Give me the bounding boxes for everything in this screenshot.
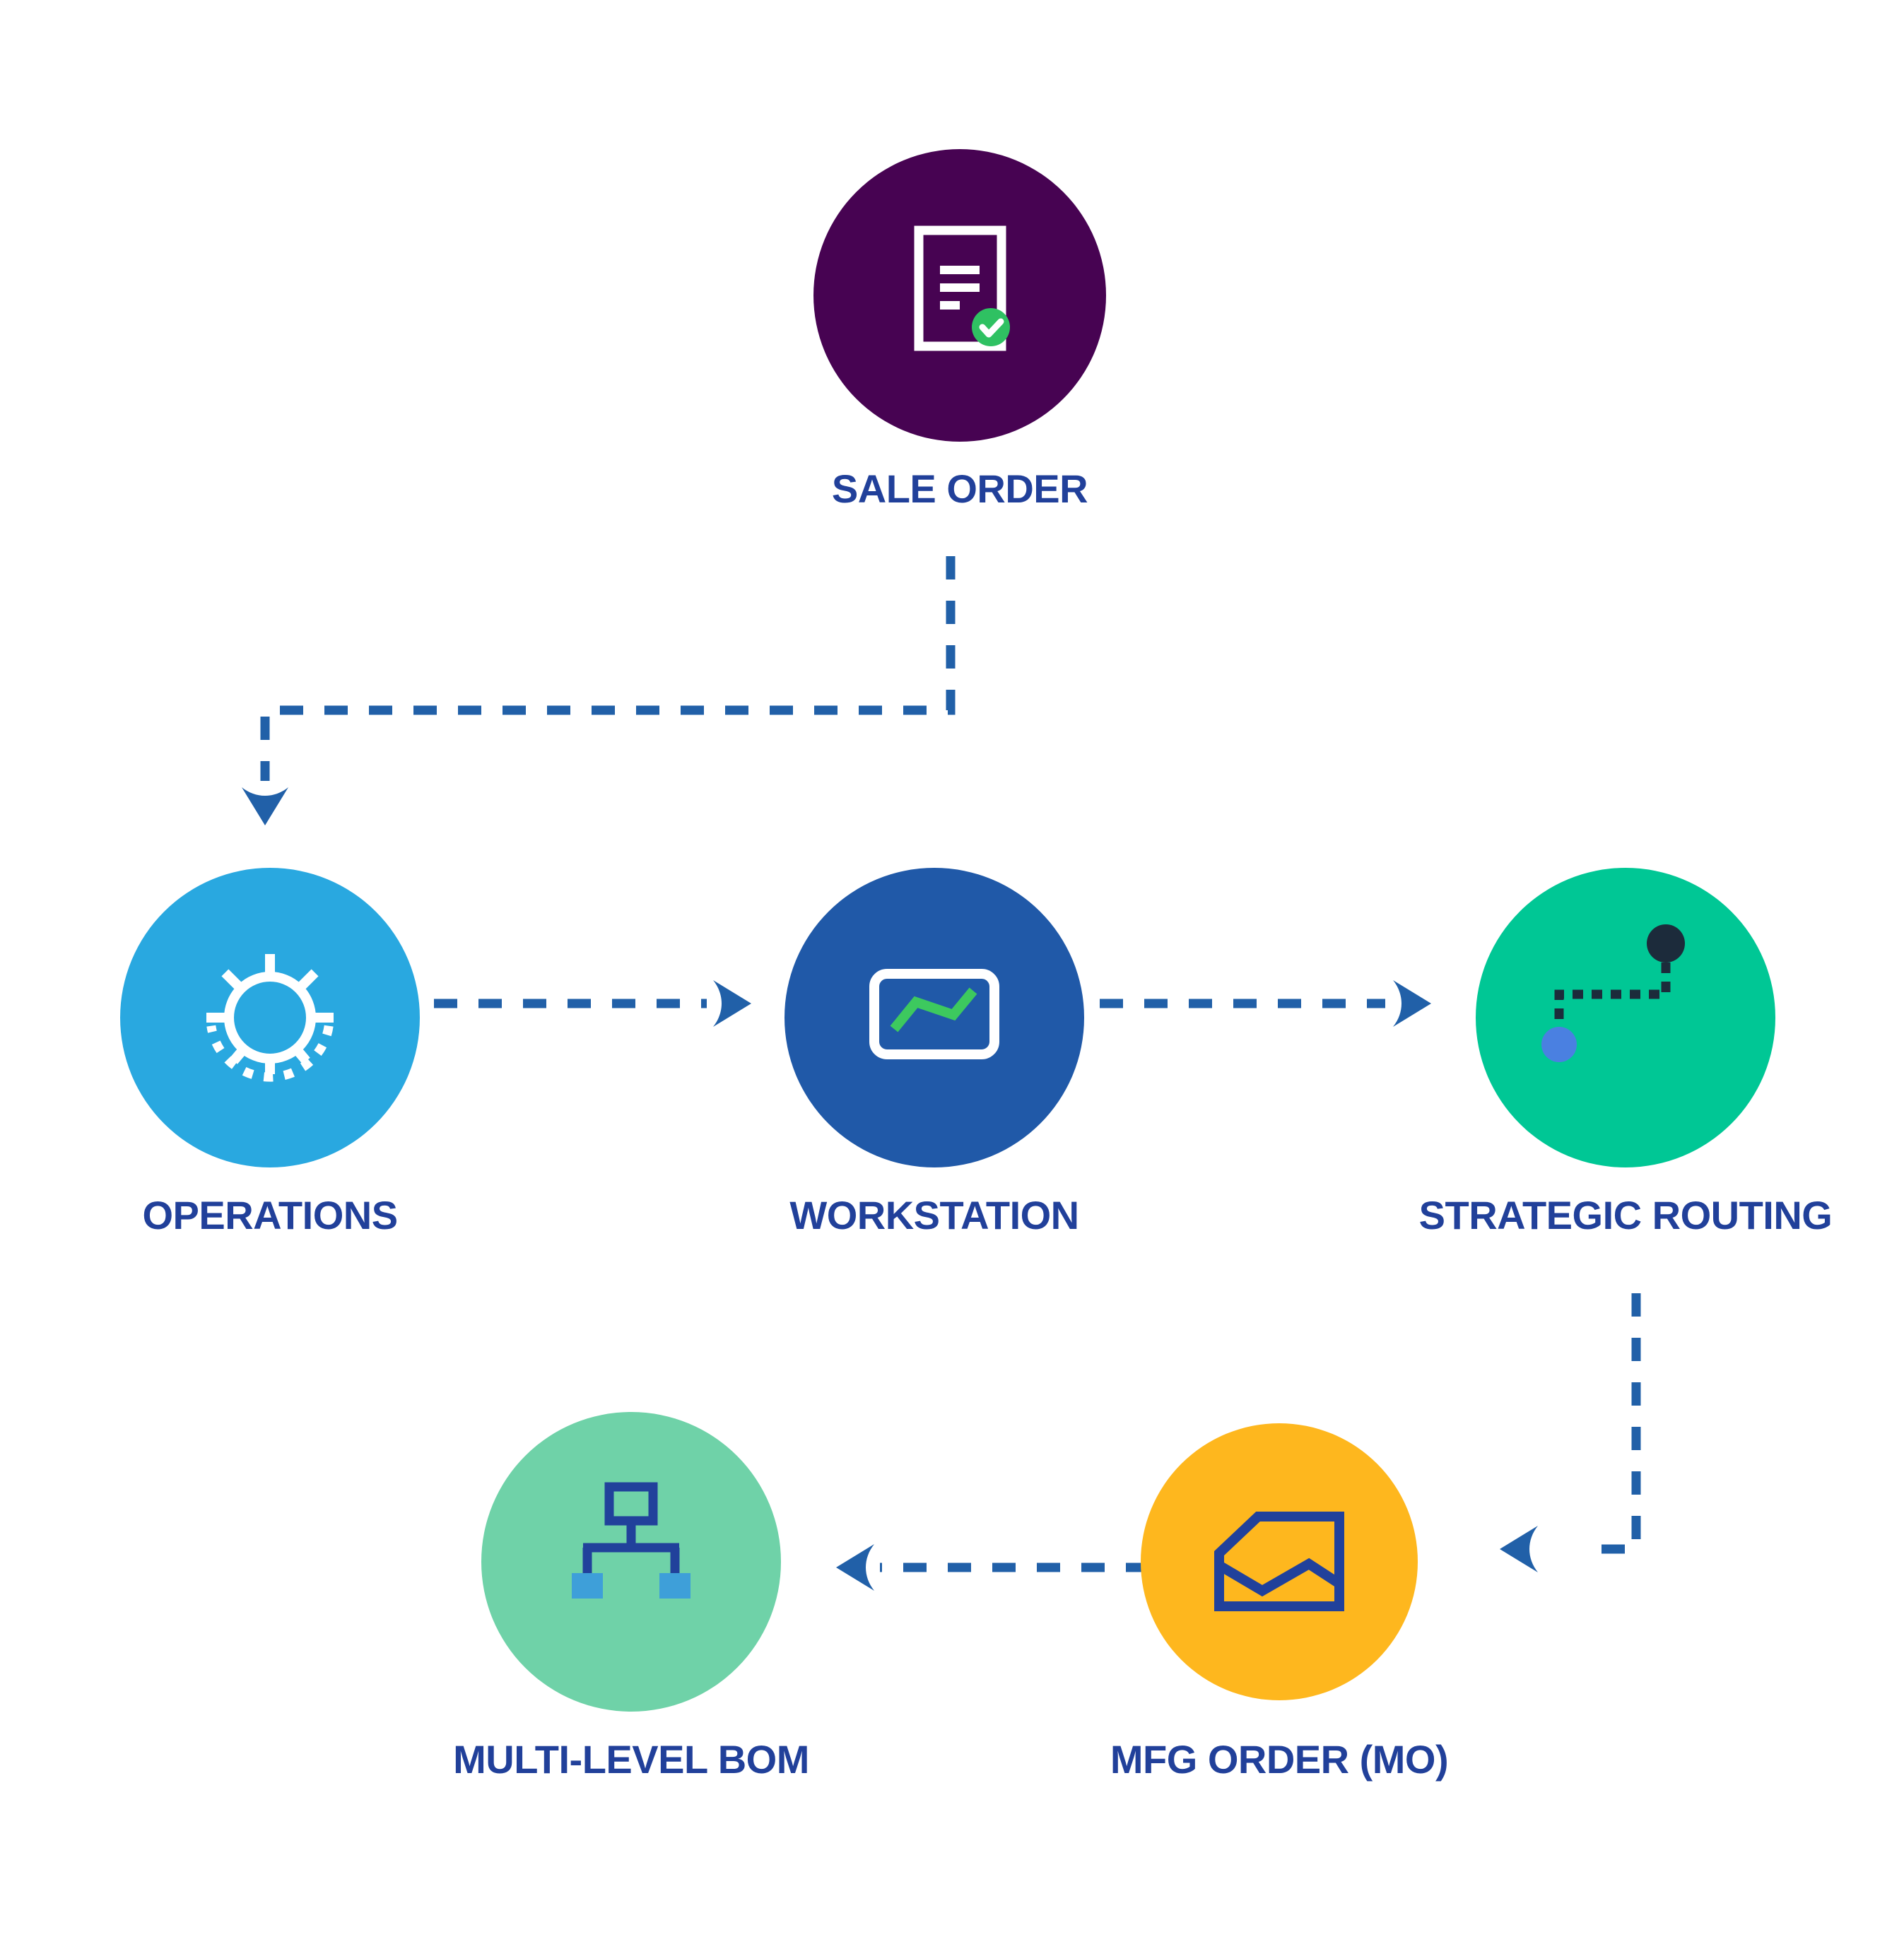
node-circle bbox=[813, 149, 1106, 442]
route-icon bbox=[1541, 924, 1685, 1062]
arrow-dashes bbox=[260, 556, 1641, 1572]
node-circle bbox=[1141, 1423, 1418, 1700]
node-circle bbox=[784, 868, 1084, 1167]
node-workstation bbox=[784, 868, 1084, 1167]
node-multi-level-bom bbox=[481, 1412, 781, 1712]
node-strategic-routing bbox=[1476, 868, 1775, 1167]
route-start-dot bbox=[1541, 1027, 1577, 1062]
gear-icon bbox=[206, 954, 334, 1082]
arrowhead-down-icon bbox=[242, 787, 288, 825]
node-operations bbox=[120, 868, 420, 1167]
check-badge-icon bbox=[972, 308, 1010, 346]
node-label-sale-order: SALE ORDER bbox=[831, 466, 1088, 511]
arrowhead-left-icon bbox=[836, 1544, 874, 1591]
node-circle bbox=[1476, 868, 1775, 1167]
hierarchy-icon bbox=[572, 1482, 691, 1599]
node-label-mfg-order: MFG ORDER (MO) bbox=[1110, 1737, 1449, 1782]
node-circle bbox=[120, 868, 420, 1167]
node-label-operations: OPERATIONS bbox=[142, 1193, 398, 1237]
route-end-dot bbox=[1647, 924, 1685, 963]
arrowhead-right-icon bbox=[1393, 980, 1431, 1027]
monitor-chart-icon bbox=[869, 969, 999, 1059]
document-check-icon bbox=[914, 225, 1010, 351]
node-label-workstation: WORKSTATION bbox=[789, 1193, 1079, 1237]
node-label-multi-level-bom: MULTI-LEVEL BOM bbox=[453, 1737, 809, 1782]
node-mfg-order bbox=[1141, 1423, 1418, 1700]
arrowhead-right-icon bbox=[713, 980, 751, 1027]
arrow-strategic-routing-to-mfg-order bbox=[1582, 1293, 1641, 1554]
arrowhead-left-icon bbox=[1500, 1526, 1538, 1572]
node-sale-order bbox=[813, 149, 1106, 442]
node-label-strategic-routing: STRATEGIC ROUTING bbox=[1418, 1193, 1833, 1237]
arrow-sale-order-to-operations bbox=[260, 556, 956, 781]
arrow-heads bbox=[242, 787, 1538, 1591]
open-box-icon bbox=[1214, 1512, 1344, 1611]
node-circle bbox=[481, 1412, 781, 1712]
